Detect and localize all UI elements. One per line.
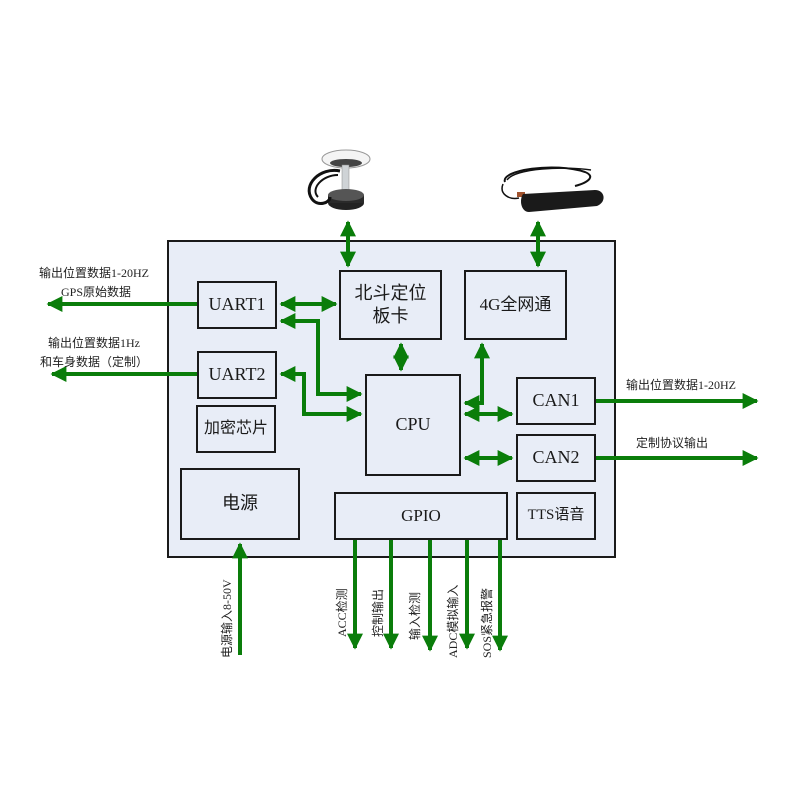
can2-output-label: 定制协议输出 [636, 436, 709, 450]
can1-block: CAN1 [516, 377, 596, 425]
beidou-antenna-icon [307, 149, 371, 210]
gpio-adc-label: ADC模拟输入 [446, 584, 460, 658]
gpio-control-output-label: 控制输出 [371, 588, 385, 637]
power-block: 电源 [180, 468, 300, 540]
can2-block: CAN2 [516, 434, 596, 482]
uart1-output-label-1: 输出位置数据1-20HZ [39, 266, 149, 280]
gpio-input-detect-label: 输入检测 [408, 591, 422, 640]
gpio-block: GPIO [334, 492, 508, 540]
gpio-sos-label: SOS紧急报警 [480, 587, 494, 658]
4g-module-block: 4G全网通 [464, 270, 567, 340]
uart2-output-label-1: 输出位置数据1Hz [48, 336, 140, 350]
power-input-label: 电源输入8-50V [220, 579, 234, 658]
uart1-output-label-2: GPS原始数据 [61, 285, 132, 299]
gpio-acc-label: ACC检测 [335, 588, 349, 637]
beidou-board-block: 北斗定位 板卡 [339, 270, 442, 340]
encryption-chip-block: 加密芯片 [196, 405, 276, 453]
uart2-output-label-2: 和车身数据（定制） [40, 355, 149, 369]
lte-antenna-icon [501, 166, 604, 212]
tts-voice-block: TTS语音 [516, 492, 596, 540]
uart1-block: UART1 [197, 281, 277, 329]
can1-output-label: 输出位置数据1-20HZ [626, 378, 736, 392]
uart2-block: UART2 [197, 351, 277, 399]
cpu-block: CPU [365, 374, 461, 476]
